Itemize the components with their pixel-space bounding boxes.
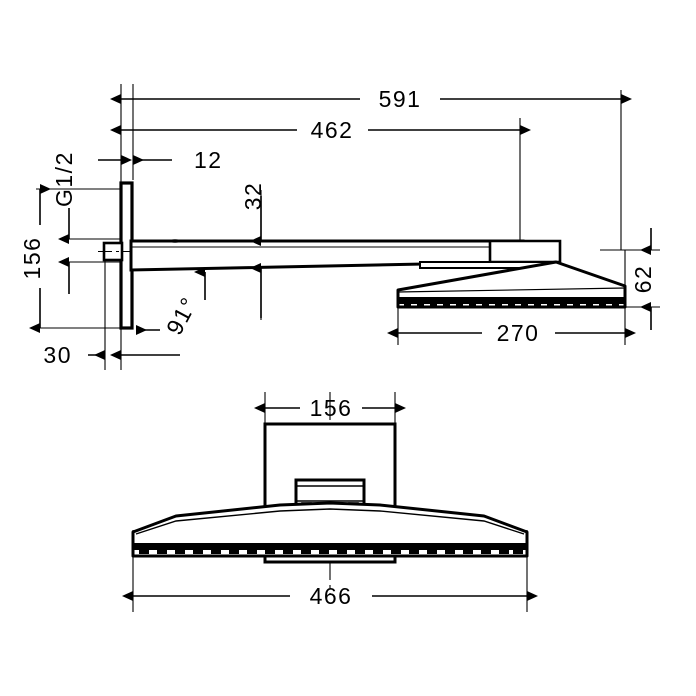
nozzle [508, 304, 515, 307]
dim-g12-label: G1/2 [51, 151, 77, 207]
head-front-geometry [131, 501, 529, 558]
nozzle [283, 550, 293, 554]
nozzle [247, 550, 257, 554]
dimension-466: 466 [122, 583, 538, 609]
dim-270-label: 270 [497, 320, 540, 346]
shower-head-geometry [396, 239, 627, 309]
nozzle [481, 550, 491, 554]
nozzle [373, 550, 383, 554]
nozzle [599, 304, 606, 307]
nozzle [211, 550, 221, 554]
dimension-12: 12 [98, 147, 223, 173]
dim-12-label: 12 [194, 147, 223, 173]
nozzle [319, 550, 329, 554]
arm-surface-marker [169, 239, 181, 243]
nozzle [391, 550, 401, 554]
nozzle [534, 304, 541, 307]
nozzle [175, 550, 185, 554]
nozzle [463, 550, 473, 554]
nozzle [443, 304, 450, 307]
nozzle [157, 550, 167, 554]
nozzle [513, 550, 523, 554]
dim-62-label: 62 [630, 265, 656, 294]
nozzle [560, 304, 567, 307]
nozzle [586, 304, 593, 307]
nozzle [404, 304, 411, 307]
dim-32-label: 32 [240, 182, 266, 211]
nozzle [193, 550, 203, 554]
nozzle [547, 304, 554, 307]
nozzle [445, 550, 455, 554]
side-elevation-view: 591 462 12 32 156 G1 [19, 84, 660, 370]
nozzle [482, 304, 489, 307]
nozzle [337, 550, 347, 554]
head-body-seam [397, 287, 626, 293]
nozzle [612, 304, 619, 307]
dimension-462: 462 [110, 117, 531, 143]
inlet-stub-geometry [98, 241, 175, 262]
head-mount-block [488, 239, 562, 264]
nozzle [456, 304, 463, 307]
nozzle [409, 550, 419, 554]
dim-156v-label: 156 [19, 237, 45, 280]
spray-nozzle-row [404, 304, 619, 307]
dimension-270: 270 [387, 320, 636, 346]
nozzle [229, 550, 239, 554]
dimension-156-vertical: 156 [19, 184, 51, 333]
dimension-g12-thread: G1/2 [51, 151, 77, 294]
dim-591-label: 591 [379, 86, 422, 112]
nozzle [139, 550, 149, 554]
nozzle [499, 550, 509, 554]
nozzle [469, 304, 476, 307]
dim-462-label: 462 [311, 117, 354, 143]
front-elevation-view: 156 466 [122, 392, 538, 612]
nozzle [355, 550, 365, 554]
nozzle [417, 304, 424, 307]
dimension-30: 30 [43, 342, 180, 368]
nozzle [521, 304, 528, 307]
dim-156h-label: 156 [310, 395, 353, 421]
nozzle [495, 304, 502, 307]
spray-face-band [398, 297, 625, 304]
dimension-32: 32 [240, 182, 266, 318]
head-front-top-seam [135, 508, 525, 535]
nozzle [430, 304, 437, 307]
dimension-62: 62 [630, 228, 656, 330]
dimension-591: 591 [110, 86, 632, 112]
nozzle [573, 304, 580, 307]
nozzle [301, 550, 311, 554]
nozzle [427, 550, 437, 554]
front-spray-nozzle-row [139, 550, 523, 554]
nozzle [265, 550, 275, 554]
front-spray-face-band [133, 543, 527, 550]
dim-466-label: 466 [310, 583, 353, 609]
dimension-156-horizontal: 156 [254, 395, 406, 421]
dim-30-label: 30 [43, 342, 72, 368]
